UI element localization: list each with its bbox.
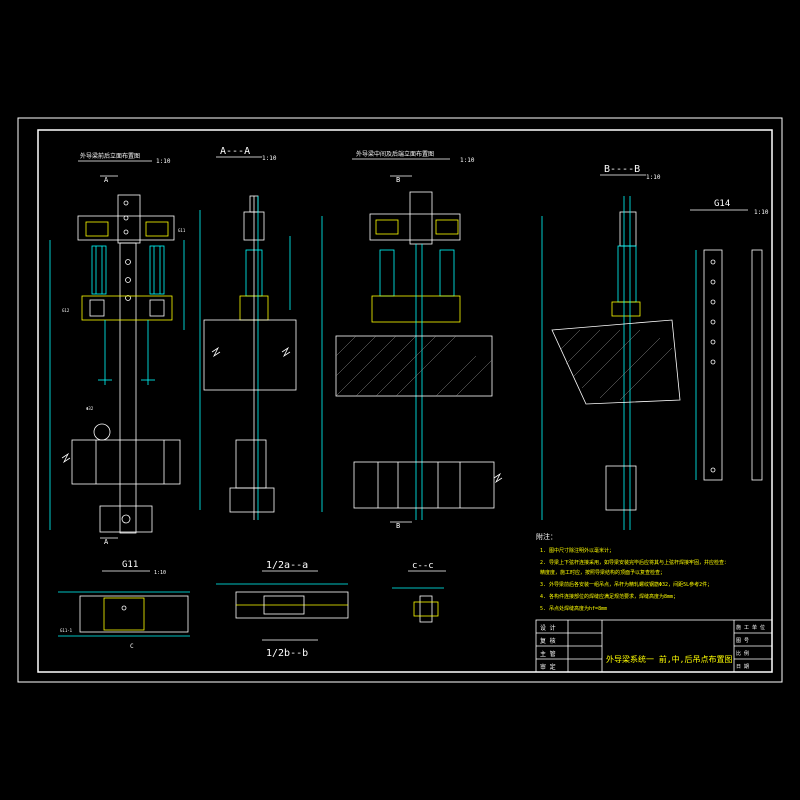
tb-company: 施 工 单 位 xyxy=(736,624,765,631)
section-bb-scale: 1:10 xyxy=(646,174,661,181)
notes-block: 附注： 1. 图中尺寸除注明外以毫米计； 2. 导梁上下弦杆连接采用，如导梁安装… xyxy=(536,532,729,612)
section-cc-view: c--c xyxy=(392,561,446,623)
inner-border xyxy=(37,129,773,673)
tb-drawing-title: 外导梁系统一 前,中,后吊点布置图 xyxy=(606,654,732,664)
section-aa-view: A---A 1:10 xyxy=(199,146,297,520)
note-5: 5. 吊点处焊缝高度为hf=8mm xyxy=(540,605,607,612)
section-cc-title: c--c xyxy=(412,561,434,571)
rear-elevation-view: 外导梁中间及后端立面布置图 1:10 B B xyxy=(321,150,503,530)
tb-ratio: 比 例 xyxy=(736,650,749,657)
tb-lead: 主 管 xyxy=(540,650,556,658)
callout-phi32: Φ32 xyxy=(86,406,94,411)
tb-drawing-no: 图 号 xyxy=(736,638,749,644)
note-4: 4. 各构件连接部位的焊缝应满足规范要求，焊缝高度为8mm； xyxy=(540,593,678,600)
section-aa-title: A---A xyxy=(220,146,250,157)
section-mark-c: C xyxy=(130,643,134,650)
tb-date: 日 期 xyxy=(736,664,749,670)
note-2: 2. 导梁上下弦杆连接采用，如导梁安装完毕后应将其与上弦杆焊接牢固，并应检查： xyxy=(540,559,729,566)
rear-view-scale: 1:10 xyxy=(460,157,475,164)
section-bb-title: B----B xyxy=(604,164,640,175)
part-g14-scale: 1:10 xyxy=(754,209,769,216)
part-g11-title: G11 xyxy=(122,560,138,570)
title-block: 设 计 复 核 主 管 审 定 外导梁系统一 前,中,后吊点布置图 施 工 单 … xyxy=(535,619,773,673)
half-b-title: 1/2b--b xyxy=(266,648,308,659)
section-aa-scale: 1:10 xyxy=(262,155,277,162)
notes-heading: 附注： xyxy=(536,532,557,541)
section-mark-b-bottom: B xyxy=(396,522,400,530)
part-g11-view: G11 1:10 G11-1 C xyxy=(58,560,190,650)
half-a-section-view: 1/2a--a 1/2b--b xyxy=(216,560,349,659)
note-1: 1. 图中尺寸除注明外以毫米计； xyxy=(540,547,614,554)
part-g14-title: G14 xyxy=(714,199,730,209)
tb-design: 设 计 xyxy=(540,624,556,632)
tb-approve: 审 定 xyxy=(540,663,556,671)
front-elevation-view: 外导梁前后立面布置图 1:10 A xyxy=(49,152,186,546)
section-mark-a-bottom: A xyxy=(104,538,109,546)
tb-review: 复 核 xyxy=(540,637,556,645)
part-g11-scale: 1:10 xyxy=(154,570,166,576)
callout-g12: G12 xyxy=(62,308,70,313)
rear-view-title: 外导梁中间及后端立面布置图 xyxy=(356,150,434,158)
section-bb-view: B----B 1:10 xyxy=(541,164,681,530)
section-mark-b: B xyxy=(396,176,400,184)
half-a-title: 1/2a--a xyxy=(266,560,308,571)
note-3: 3. 外导梁前后各安装一组吊点，吊杆为精轧螺纹钢筋Φ32，间距5L参考2件； xyxy=(540,581,712,588)
part-g14-view: G14 1:10 xyxy=(690,199,769,481)
outer-border xyxy=(17,117,783,683)
section-mark-a: A xyxy=(104,176,109,184)
callout-g11: G11 xyxy=(178,228,186,233)
front-view-title: 外导梁前后立面布置图 xyxy=(80,152,140,160)
front-view-scale: 1:10 xyxy=(156,158,171,165)
callout-g11-1: G11-1 xyxy=(60,628,73,633)
note-2-cont: 精度度，施工时应，按照导梁结构的顶面予以复查检查； xyxy=(540,569,665,576)
